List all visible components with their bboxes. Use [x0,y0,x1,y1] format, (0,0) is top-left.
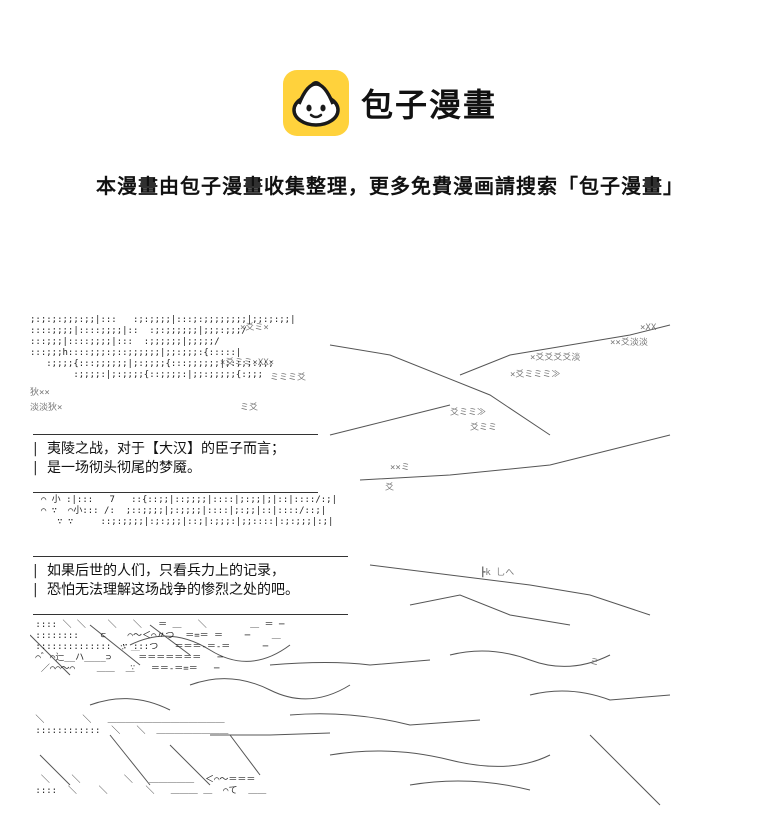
ascii-line: :::::::::::::: ∵ :::つ ＝＝＝-＝-＝ ─ [30,642,280,652]
ascii-line: ⌒ ∵ ⌒小::: /: ;::;;;;|;:;;;;|::::|;:;;|::… [30,506,343,516]
ascii-line: :::::::: ⊂ ⌒〜＜⌒〃つ ＝=＝ ＝ ─ ＿ [30,631,292,641]
caption-text: 夷陵之战，对于【大汉】的臣子而言； [47,441,285,457]
logo-text[interactable]: 包子漫畫 [360,86,497,124]
caption-text: 是一场彻头彻尾的梦魇。 [47,460,201,476]
svg-text:爻: 爻 [385,482,394,493]
svg-text:ミ: ミ [590,658,599,668]
svg-text:∵: ∵ [130,663,135,673]
ascii-art-scenery: ×爻ミ× ×XX ××爻淡淡 ×爻爻爻爻淡 ×爻ミミ×XX× ×爻ミミミ≫ ミミ… [30,322,671,806]
ascii-line: :;;;;{:::;;;;;;|;:;;;;{:::;;;;;;|;:;;;:;… [30,359,323,369]
caption-text: 恐怕无法理解这场战争的惨烈之处的吧。 [47,582,299,598]
caption-line: | 夷陵之战，对于【大汉】的臣子而言； [33,440,318,459]
ascii-line: :::: ＼ ＼ ＼ ＼ ＝ ＿ ＼ ＿ ＝ ─ [30,620,301,630]
ascii-line: ∵ ∵ ::;:;;;;|:;:;;;|::;|:;;;:|;;::::|:;:… [30,517,350,527]
caption-line: | 是一场彻头彻尾的梦魇。 [33,459,318,478]
svg-text:┣k 乚へ: ┣k 乚へ [480,566,514,578]
ascii-line: ／⌒⌒〜⌒ ＿＿ ＿ ＝＝-＝=＝ ─ [30,664,236,674]
ascii-line: ＼ ＼ ＿＿＿＿＿＿＿＿＿＿＿＿＿ [30,715,258,725]
ascii-art-panel: ×爻ミ× ×XX ××爻淡淡 ×爻爻爻爻淡 ×爻ミミ×XX× ×爻ミミミ≫ ミミ… [30,315,690,815]
svg-text:ミミミ爻: ミミミ爻 [270,372,306,383]
caption-bar: | [33,460,38,476]
tagline: 本漫畫由包子漫畫收集整理，更多免費漫画請搜索「包子漫畫」 [96,174,684,198]
ascii-line: :;;;;:|;:;;;;{::;;;;:|;;:;;;;;{:;;; [30,370,329,380]
svg-text:××ミ: ××ミ [390,463,410,473]
caption-line: | 恐怕无法理解这场战争的惨烈之处的吧。 [33,581,348,600]
ascii-line: :::;;;h::::;;;:;::;;;;;;|;;:;;;:{:::::| [30,348,318,358]
ascii-line: ＼ ＼ ＼ ＿＿＿＿＿ ＜⌒〜＝＝＝ [30,775,272,785]
svg-text:爻ミミ: 爻ミミ [470,422,497,433]
site-header: 包子漫畫 本漫畫由包子漫畫收集整理，更多免費漫画請搜索「包子漫畫」 [0,0,780,300]
ascii-line: ⌒゛⌒辷__ハ____⊃ ＝＝＝＝＝＝＝ ─ [30,653,240,663]
svg-text:淡淡狄×: 淡淡狄× [30,401,62,413]
logo-row[interactable]: 包子漫畫 [0,68,780,138]
ascii-line: :::::::::::: ＼ ＼ ＿＿＿＿＿＿＿＿ [30,726,256,736]
caption-line: | 如果后世的人们，只看兵力上的记录， [33,562,348,581]
caption-frame-top [33,556,348,557]
svg-text:×XX: ×XX [640,323,657,333]
svg-text:×爻爻爻爻淡: ×爻爻爻爻淡 [530,352,580,363]
svg-text:爻ミミ≫: 爻ミミ≫ [450,407,486,418]
caption-box: | 如果后世的人们，只看兵力上的记录， | 恐怕无法理解这场战争的惨烈之处的吧。 [33,562,348,610]
caption-bar: | [33,582,38,598]
ascii-line: :::;;;|::::;;;;|::: :;;;;;;|;;;;;/ [30,337,312,347]
caption-frame-top [33,434,318,435]
caption-frame-bottom [33,614,348,615]
caption-frame-bottom [33,492,318,493]
caption-bar: | [33,563,38,579]
svg-text:狄××: 狄×× [30,386,50,398]
svg-text:ミ爻: ミ爻 [240,402,258,413]
caption-box: | 夷陵之战，对于【大汉】的臣子而言； | 是一场彻头彻尾的梦魇。 [33,440,318,488]
ascii-line: ;:;:;:;;;:;;|::: :;:;;;;|:::;:;;;;;;;;|;… [30,315,339,325]
ascii-line: ::::;;;;|::::;;;;|:: :;:;;;;;;|;;;:;;;/ [30,326,312,336]
svg-text:×爻ミミ×XX×: ×爻ミミ×XX× [220,357,274,368]
svg-text:×爻ミ×: ×爻ミ× [240,322,269,333]
svg-text:×爻ミミミ≫: ×爻ミミミ≫ [510,369,560,380]
caption-bar: | [33,441,38,457]
ascii-line: ⌒ 小 :|::: 7 ::{::;;|::;;;;|::::|;:;;|;|:… [30,495,354,505]
svg-text:××爻淡淡: ××爻淡淡 [610,337,648,348]
svg-text:∵ ＿: ∵ ＿ [120,643,140,653]
caption-text: 如果后世的人们，只看兵力上的记录， [47,563,285,579]
ascii-line: :::: ＼ ＼ ＼ ＿＿＿ ＿ ⌒て ＿＿ [30,786,278,796]
bun-icon[interactable] [282,70,349,136]
